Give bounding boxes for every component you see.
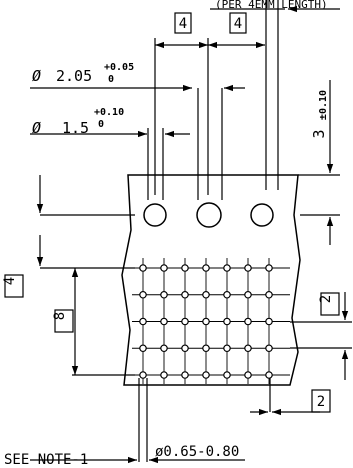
box-right-2-b	[311, 389, 331, 413]
box-4-a	[174, 12, 192, 34]
pin-hole	[139, 317, 147, 326]
pin-diameter-text: ø0.65-0.80	[155, 444, 239, 460]
box-right-2-a	[320, 292, 340, 316]
pin-hole	[202, 290, 210, 299]
box-right-2-b-text: 2	[317, 394, 325, 410]
pin-hole	[244, 264, 252, 272]
top-note-text: (PER 4EMM LENGTH)	[215, 0, 328, 11]
pin-hole	[244, 371, 252, 379]
box-left-4	[4, 274, 24, 298]
pin-hole	[181, 371, 189, 379]
pin-hole	[139, 290, 147, 299]
box-4-a-text: 4	[179, 16, 187, 32]
large-hole-3	[250, 203, 274, 227]
pin-hole	[223, 344, 231, 353]
box-left-8	[54, 309, 74, 333]
dia-large-tol-minus: 0	[108, 74, 114, 85]
pin-hole	[244, 344, 252, 353]
box-4-b-text: 4	[234, 16, 242, 32]
pin-hole	[160, 264, 168, 272]
pin-hole	[265, 344, 273, 353]
pin-hole	[181, 317, 189, 326]
vert-tolerance: ±0.10	[318, 90, 329, 120]
pin-hole	[160, 371, 168, 379]
pin-hole	[139, 264, 147, 272]
pin-hole	[244, 317, 252, 326]
dia-large-value: 2.05	[56, 67, 92, 85]
pin-hole	[160, 344, 168, 353]
pin-hole	[265, 264, 273, 272]
large-hole-2	[196, 202, 222, 228]
dia-large-tol-plus: +0.05	[104, 62, 134, 73]
pin-hole	[202, 264, 210, 272]
box-left-4-text: 4	[2, 277, 18, 285]
dia-small-symbol: Ø	[32, 119, 41, 137]
box-left-8-text: 8	[52, 312, 68, 320]
pin-hole	[181, 344, 189, 353]
box-4-b	[229, 12, 247, 34]
connector-body-outline	[121, 174, 301, 386]
dia-large-symbol: Ø	[32, 67, 41, 85]
pin-hole	[223, 290, 231, 299]
pin-hole	[202, 344, 210, 353]
large-hole-1	[143, 203, 167, 227]
pin-hole	[139, 344, 147, 353]
pin-hole	[202, 317, 210, 326]
pin-hole	[181, 264, 189, 272]
dia-small-tol-plus: +0.10	[94, 107, 124, 118]
pin-hole	[265, 371, 273, 379]
dia-small-value: 1.5	[62, 119, 89, 137]
pin-hole	[223, 371, 231, 379]
pin-hole	[265, 290, 273, 299]
pin-hole	[265, 317, 273, 326]
pin-hole	[223, 264, 231, 272]
box-right-2-a-text: 2	[318, 295, 334, 303]
pin-hole	[181, 290, 189, 299]
pin-hole	[139, 371, 147, 379]
pin-hole	[244, 290, 252, 299]
vert-dim-3: 3	[310, 129, 328, 138]
pin-grid	[132, 258, 290, 384]
pin-hole	[160, 290, 168, 299]
pin-hole	[202, 371, 210, 379]
see-note-text: SEE NOTE-1	[4, 452, 88, 468]
pin-hole	[223, 317, 231, 326]
dia-small-tol-minus: 0	[98, 119, 104, 130]
pin-hole	[160, 317, 168, 326]
